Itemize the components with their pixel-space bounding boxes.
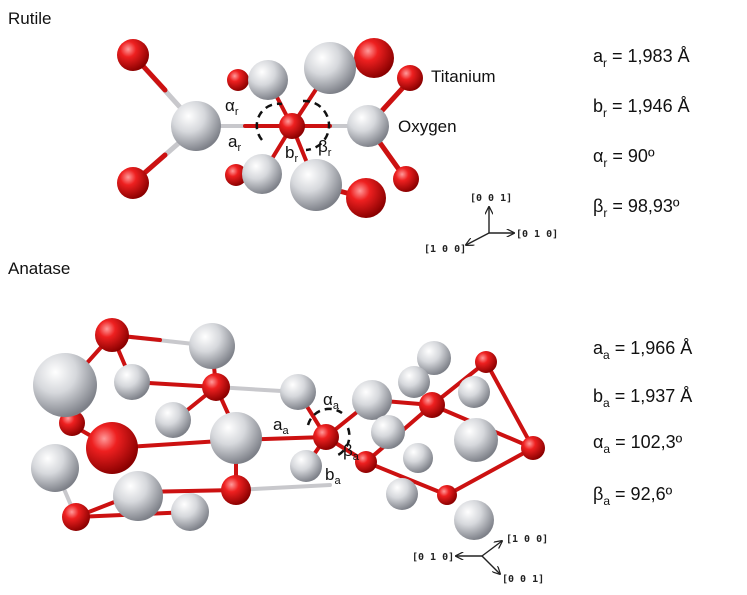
rutile-param-a: ar = 1,983 Å: [593, 46, 690, 70]
titanium-atom: [386, 478, 418, 510]
anatase-param-beta: βa = 92,6º: [593, 484, 673, 508]
titanium-atom: [454, 500, 494, 540]
rutile-atoms: [117, 38, 423, 218]
anatase-param-b: ba = 1,937 Å: [593, 386, 692, 410]
rutile-axis-up-label: [0 0 1]: [470, 193, 512, 204]
rutile-param-beta: βr = 98,93º: [593, 196, 680, 220]
anatase-param-alpha: αa = 102,3º: [593, 432, 683, 456]
titanium-atom: [171, 101, 221, 151]
titanium-atom: [290, 450, 322, 482]
oxygen-atom: [393, 166, 419, 192]
oxygen-atom: [355, 451, 377, 473]
beta-angle-arc: [335, 427, 351, 458]
rutile-a-label: ar: [228, 132, 241, 154]
titanium-label: Titanium: [431, 67, 496, 86]
oxygen-atom: [437, 485, 457, 505]
anatase-alpha-label: αa: [323, 390, 340, 412]
oxygen-atom: [86, 422, 138, 474]
titanium-atom: [248, 60, 288, 100]
anatase-atoms: [31, 318, 545, 540]
oxygen-atom: [354, 38, 394, 78]
oxygen-atom: [419, 392, 445, 418]
oxygen-atom: [521, 436, 545, 460]
oxygen-label: Oxygen: [398, 117, 457, 136]
titanium-atom: [352, 380, 392, 420]
titanium-atom: [304, 42, 356, 94]
rutile-param-alpha: αr = 90º: [593, 146, 655, 170]
oxygen-atom: [279, 113, 305, 139]
anatase-beta-label: βa: [343, 441, 360, 463]
titanium-atom: [458, 376, 490, 408]
rutile-parameters: ar = 1,983 Å br = 1,946 Å αr = 90º βr = …: [593, 46, 690, 220]
rutile-beta-label: βr: [318, 137, 332, 159]
titanium-atom: [189, 323, 235, 369]
titanium-atom: [113, 471, 163, 521]
alpha-angle-arc: [306, 407, 343, 426]
oxygen-atom: [117, 39, 149, 71]
oxygen-atom: [95, 318, 129, 352]
titanium-atom: [171, 493, 209, 531]
titanium-atom: [398, 366, 430, 398]
titanium-atom: [417, 341, 451, 375]
oxygen-atom: [475, 351, 497, 373]
anatase-parameters: aa = 1,966 Å ba = 1,937 Å αa = 102,3º βa…: [593, 338, 692, 508]
oxygen-atom: [202, 373, 230, 401]
titanium-atom: [210, 412, 262, 464]
rutile-structure: [117, 38, 423, 218]
titanium-atom: [290, 159, 342, 211]
titanium-atom: [403, 443, 433, 473]
beta-angle-arc: [302, 99, 331, 152]
anatase-b-label: ba: [325, 465, 341, 487]
anatase-axis-up-label: [1 0 0]: [506, 534, 548, 545]
titanium-atom: [280, 374, 316, 410]
oxygen-atom: [117, 167, 149, 199]
oxygen-atom: [225, 164, 247, 186]
anatase-axis-left-label: [0 1 0]: [412, 552, 454, 563]
anatase-a-label: aa: [273, 415, 289, 437]
oxygen-atom: [62, 503, 90, 531]
rutile-param-b: br = 1,946 Å: [593, 96, 690, 120]
titanium-atom: [33, 353, 97, 417]
anatase-param-a: aa = 1,966 Å: [593, 338, 692, 362]
rutile-title: Rutile: [8, 9, 51, 28]
rutile-axis-triad: [0 0 1] [1 0 0] [0 1 0]: [424, 193, 558, 255]
anatase-axis-triad: [1 0 0] [0 1 0] [0 0 1]: [412, 534, 548, 585]
alpha-angle-arc: [255, 102, 283, 141]
rutile-axis-right-label: [0 1 0]: [516, 229, 558, 240]
rutile-angle-markers: [255, 99, 331, 152]
titanium-atom: [371, 415, 405, 449]
oxygen-atom: [221, 475, 251, 505]
anatase-structure: [31, 318, 545, 540]
titanium-atom: [454, 418, 498, 462]
titanium-atom: [114, 364, 150, 400]
rutile-alpha-label: αr: [225, 96, 239, 118]
titanium-atom: [347, 105, 389, 147]
oxygen-atom: [313, 424, 339, 450]
anatase-angle-markers: [306, 407, 351, 458]
oxygen-atom: [227, 69, 249, 91]
oxygen-atom: [346, 178, 386, 218]
anatase-axis-down-label: [0 0 1]: [502, 574, 544, 585]
titanium-atom: [155, 402, 191, 438]
rutile-b-label: br: [285, 143, 298, 165]
rutile-axis-left-label: [1 0 0]: [424, 244, 466, 255]
titanium-atom: [242, 154, 282, 194]
titanium-atom: [31, 444, 79, 492]
oxygen-atom: [397, 65, 423, 91]
anatase-title: Anatase: [8, 259, 70, 278]
